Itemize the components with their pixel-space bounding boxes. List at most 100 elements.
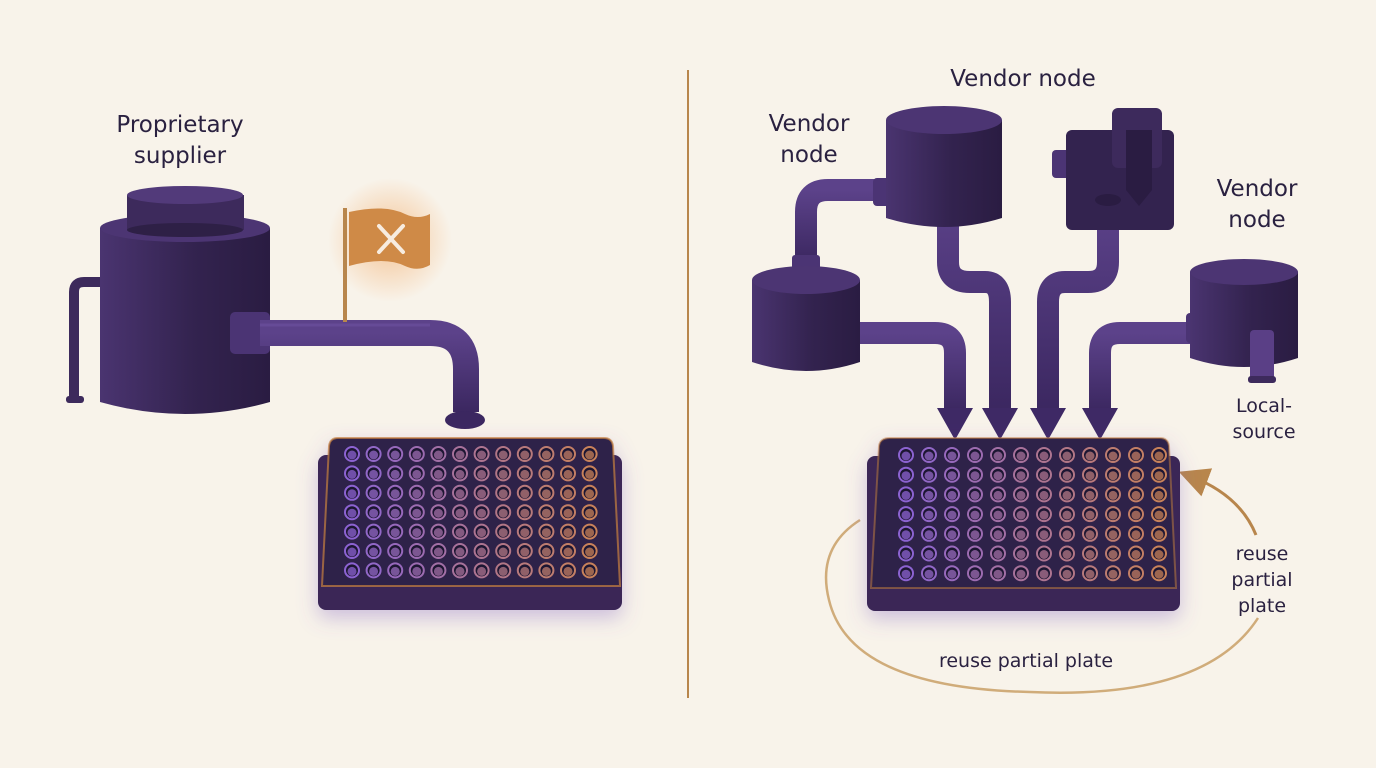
well-fill [390, 450, 400, 460]
well-fill [1154, 510, 1164, 520]
well-fill [477, 469, 487, 479]
well-fill [455, 489, 465, 499]
reuse-bottom-label: reuse partial plate [938, 650, 1114, 672]
well-fill [1039, 490, 1049, 500]
well-fill [477, 547, 487, 557]
well-fill [947, 471, 957, 481]
well-fill [585, 489, 595, 499]
well-fill [455, 508, 465, 518]
well-fill [541, 508, 551, 518]
well-fill [993, 569, 1003, 579]
well-fill [520, 508, 530, 518]
well-plate-left [318, 437, 622, 610]
well-fill [369, 508, 379, 518]
local-source-label: Local- source [1210, 393, 1318, 445]
well-fill [477, 508, 487, 518]
well-fill [1062, 490, 1072, 500]
well-fill [1154, 550, 1164, 559]
well-fill [585, 450, 595, 460]
well-fill [993, 490, 1003, 500]
well-fill [1131, 530, 1141, 540]
reuse-loop-arrow [824, 468, 1260, 694]
well-fill [498, 469, 508, 479]
well-fill [585, 469, 595, 479]
well-fill [1154, 451, 1164, 461]
close-icon [377, 224, 405, 254]
vendor-node-top-label: Vendor node [950, 66, 1096, 92]
well-fill [433, 489, 443, 499]
supplier-label-line2: supplier [133, 143, 227, 169]
well-fill [541, 566, 551, 576]
well-fill [541, 450, 551, 460]
inflow-arrows [937, 408, 1118, 440]
well-fill [455, 469, 465, 479]
well-fill [498, 450, 508, 460]
well-fill [347, 547, 357, 557]
well-fill [369, 469, 379, 479]
well-fill [1016, 569, 1026, 579]
vendor-node-machine [1066, 108, 1174, 230]
well-fill [347, 489, 357, 499]
well-fill [1039, 451, 1049, 461]
well-fill [498, 566, 508, 576]
well-fill [947, 451, 957, 461]
well-fill [1154, 530, 1164, 540]
well-fill [369, 450, 379, 460]
well-fill [1131, 451, 1141, 461]
well-fill [947, 490, 957, 500]
vendor-node-tank-top [886, 106, 1002, 227]
well-fill [924, 550, 934, 559]
well-fill [1062, 550, 1072, 559]
local-source-line2: source [1232, 421, 1296, 443]
well-fill [412, 450, 422, 460]
vendor-node-left-label: Vendor node [750, 109, 868, 171]
well-fill [1085, 530, 1095, 540]
well-fill [901, 490, 911, 500]
well-fill [1154, 490, 1164, 500]
well-fill [993, 550, 1003, 559]
well-fill [1085, 451, 1095, 461]
well-fill [390, 566, 400, 576]
well-fill [901, 530, 911, 540]
well-fill [1131, 510, 1141, 520]
well-fill [433, 469, 443, 479]
well-fill [369, 547, 379, 557]
well-fill [477, 566, 487, 576]
well-fill [1108, 550, 1118, 559]
well-fill [563, 450, 573, 460]
well-fill [947, 530, 957, 540]
vendor-node-right-label: Vendor node [1198, 174, 1316, 236]
well-fill [412, 489, 422, 499]
well-fill [1039, 510, 1049, 520]
well-fill [1062, 530, 1072, 540]
well-fill [412, 469, 422, 479]
well-fill [1062, 510, 1072, 520]
supplier-label-line1: Proprietary [116, 112, 244, 138]
well-fill [1154, 569, 1164, 579]
well-fill [1016, 490, 1026, 500]
well-fill [563, 469, 573, 479]
well-fill [498, 489, 508, 499]
well-fill [1154, 471, 1164, 481]
well-fill [541, 469, 551, 479]
well-fill [970, 490, 980, 500]
well-fill [455, 566, 465, 576]
reuse-side-label: reuse partial plate [1212, 541, 1312, 619]
well-fill [1085, 490, 1095, 500]
vendor-node-tank-left [752, 266, 860, 371]
well-fill [1062, 451, 1072, 461]
supplier-outlet-pipe [230, 312, 485, 429]
well-fill [563, 547, 573, 557]
well-fill [1039, 550, 1049, 559]
well-fill [970, 550, 980, 559]
well-fill [390, 469, 400, 479]
vendor-node-right-line1: Vendor [1216, 176, 1298, 202]
well-fill [477, 489, 487, 499]
well-fill [1016, 550, 1026, 559]
well-fill [520, 566, 530, 576]
well-fill [993, 451, 1003, 461]
well-fill [541, 528, 551, 538]
local-source-line1: Local- [1235, 395, 1293, 417]
well-fill [390, 528, 400, 538]
reuse-side-line1: reuse [1235, 543, 1289, 565]
